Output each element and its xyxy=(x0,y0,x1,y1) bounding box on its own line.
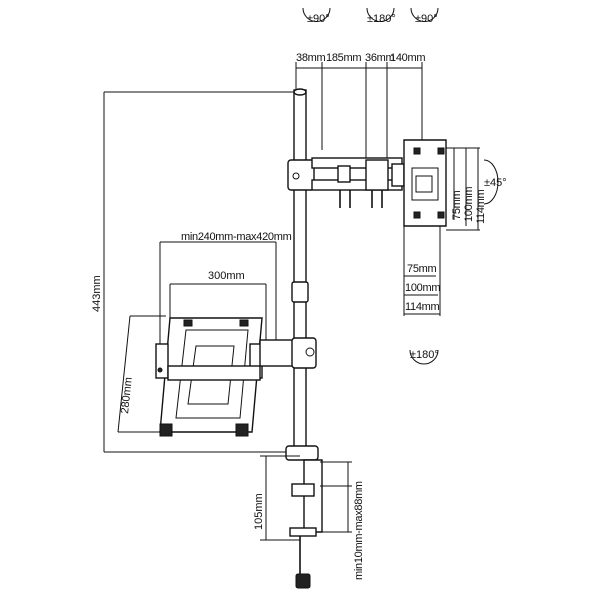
tilt-label: ±45° xyxy=(484,177,507,189)
desk-clamp xyxy=(285,445,323,589)
dim-tray-range: min240mm-max420mm xyxy=(181,231,292,243)
pole-height-dimension: 443mm xyxy=(91,91,300,453)
dim-vesa-h100: 100mm xyxy=(405,282,440,294)
dim-clamp-105mm: 105mm xyxy=(253,493,265,530)
dim-443mm: 443mm xyxy=(91,275,103,312)
dim-vesa-h114: 114mm xyxy=(405,301,439,313)
dim-tray-280mm: 280mm xyxy=(119,377,135,415)
dim-vesa-v114: 114mm xyxy=(475,190,487,224)
tray-width-range-dimension: min240mm-max420mm xyxy=(159,231,292,360)
rotation-icon-bottom: ±180° xyxy=(409,349,439,365)
pole-collar xyxy=(291,281,309,303)
rotation-icon-right: ±90° xyxy=(410,7,439,25)
monitor-arm xyxy=(287,157,405,208)
vesa-plate: 75mm 100mm 114mm ±45° 75mm 100mm 114mm xyxy=(403,139,507,316)
desk-thickness-dimension: min10mm-max88mm xyxy=(320,461,365,580)
laptop-tray xyxy=(155,317,263,437)
dim-36mm: 36mm xyxy=(365,52,394,64)
rotation-label-left: ±90° xyxy=(307,13,330,25)
dim-38mm: 38mm xyxy=(296,52,325,64)
rotation-icon-mid: ±180° xyxy=(366,7,396,25)
tray-width-dimension: 300mm xyxy=(169,270,267,340)
rotation-label-right: ±90° xyxy=(415,13,438,25)
dim-vesa-h75: 75mm xyxy=(407,263,436,275)
dim-vesa-v75: 75mm xyxy=(451,191,463,220)
dim-vesa-v100: 100mm xyxy=(463,187,475,222)
tray-arm xyxy=(259,337,317,369)
dim-desk-thickness: min10mm-max88mm xyxy=(353,481,365,580)
clamp-depth-dimension: 105mm xyxy=(253,455,300,541)
pole xyxy=(291,88,309,451)
top-dimension-row: 38mm 185mm 36mm 140mm xyxy=(295,52,426,160)
rotation-label-bottom: ±180° xyxy=(410,349,439,361)
rotation-label-mid: ±180° xyxy=(367,13,396,25)
rotation-icon-left: ±90° xyxy=(302,7,331,25)
dim-tray-300mm: 300mm xyxy=(208,270,245,282)
tray-depth-dimension: 280mm xyxy=(117,315,166,433)
dim-140mm: 140mm xyxy=(390,52,425,64)
dim-185mm: 185mm xyxy=(326,52,361,64)
